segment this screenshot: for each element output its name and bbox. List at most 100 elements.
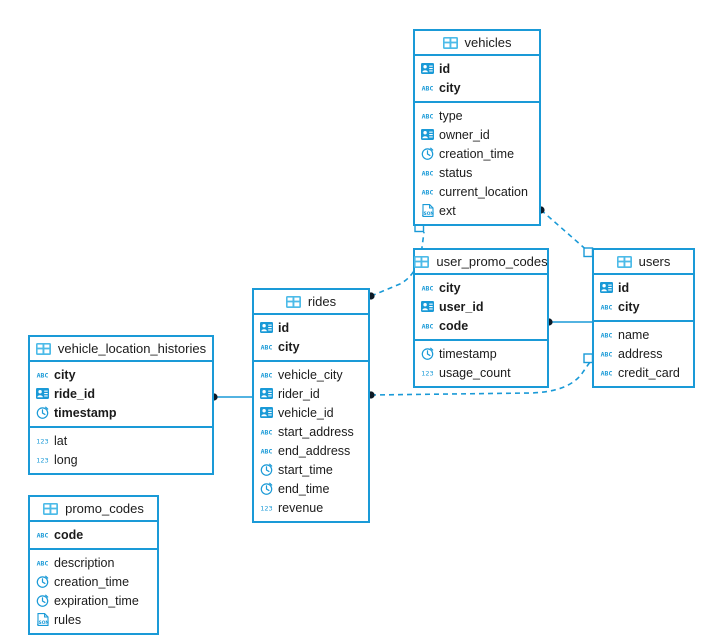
key-column-row-timestamp[interactable]: timestamp (30, 403, 212, 422)
svg-text:ABC: ABC (422, 322, 434, 330)
column-name: id (618, 280, 630, 295)
column-row-lat[interactable]: 123 lat (30, 431, 212, 450)
svg-text:123: 123 (421, 369, 433, 377)
clock-timestamp-icon (35, 594, 50, 608)
column-row-start_time[interactable]: start_time (254, 460, 368, 479)
table-title: vehicles (464, 35, 512, 50)
table-grid-icon (43, 502, 60, 515)
column-name: city (54, 367, 76, 382)
abc-string-icon: ABC (420, 109, 435, 123)
table-grid-icon (35, 342, 53, 355)
abc-string-icon: ABC (599, 328, 614, 342)
table-title: user_promo_codes (436, 254, 548, 269)
abc-string-icon: ABC (599, 300, 614, 314)
column-name: city (439, 80, 461, 95)
key-id-card-icon (259, 406, 274, 420)
key-id-card-icon (259, 321, 274, 335)
relationship-vehicle_location_histories-to-rides[interactable] (210, 393, 252, 401)
column-name: revenue (278, 500, 324, 515)
abc-string-icon: ABC (420, 166, 435, 180)
column-row-expiration_time[interactable]: expiration_time (30, 591, 157, 610)
table-header-vehicles[interactable]: vehicles (415, 31, 539, 56)
column-row-rider_id[interactable]: rider_id (254, 384, 368, 403)
column-name: rider_id (278, 386, 320, 401)
table-header-promo_codes[interactable]: promo_codes (30, 497, 157, 522)
table-grid-icon (616, 255, 634, 268)
column-row-timestamp[interactable]: timestamp (415, 344, 547, 363)
abc-string-icon: ABC (420, 281, 435, 295)
key-column-row-code[interactable]: ABC code (30, 525, 157, 544)
svg-text:ABC: ABC (422, 169, 434, 177)
abc-string-icon: ABC (35, 368, 50, 382)
abc-string-icon: ABC (259, 368, 274, 382)
column-name: code (54, 527, 84, 542)
column-name: start_address (278, 424, 354, 439)
column-row-status[interactable]: ABC status (415, 163, 539, 182)
column-name: lat (54, 433, 68, 448)
svg-text:ABC: ABC (601, 331, 613, 339)
key-column-row-user_id[interactable]: user_id (415, 297, 547, 316)
json-document-icon: JSON (35, 613, 50, 627)
svg-text:ABC: ABC (37, 531, 49, 539)
table-title: promo_codes (65, 501, 144, 516)
key-column-row-city[interactable]: ABC city (30, 365, 212, 384)
relationship-user_promo_codes-to-users[interactable] (545, 318, 592, 326)
123-number-icon: 123 (35, 434, 50, 448)
key-column-row-id[interactable]: id (594, 278, 693, 297)
table-header-vehicle_location_histories[interactable]: vehicle_location_histories (30, 337, 212, 362)
column-row-vehicle_id[interactable]: vehicle_id (254, 403, 368, 422)
column-row-owner_id[interactable]: owner_id (415, 125, 539, 144)
svg-text:ABC: ABC (601, 369, 613, 377)
svg-text:123: 123 (36, 456, 48, 464)
column-row-start_address[interactable]: ABC start_address (254, 422, 368, 441)
column-row-end_time[interactable]: end_time (254, 479, 368, 498)
key-column-row-id[interactable]: id (254, 318, 368, 337)
key-id-card-icon (599, 281, 614, 295)
clock-timestamp-icon (35, 406, 50, 420)
key-column-row-ride_id[interactable]: ride_id (30, 384, 212, 403)
column-name: current_location (439, 184, 528, 199)
column-name: vehicle_id (278, 405, 334, 420)
table-grid-icon (285, 295, 303, 308)
clock-timestamp-icon (35, 575, 50, 589)
abc-string-icon: ABC (259, 425, 274, 439)
abc-string-icon: ABC (259, 444, 274, 458)
column-row-creation_time[interactable]: creation_time (30, 572, 157, 591)
table-header-users[interactable]: users (594, 250, 693, 275)
column-name: creation_time (439, 146, 515, 161)
column-name: status (439, 165, 473, 180)
key-column-row-id[interactable]: id (415, 59, 539, 78)
json-document-icon: JSON (420, 204, 435, 218)
table-header-user_promo_codes[interactable]: user_promo_codes (414, 250, 548, 275)
table-header-rides[interactable]: rides (254, 290, 368, 315)
column-row-creation_time[interactable]: creation_time (415, 144, 539, 163)
primary-key-section-promo_codes: ABC code (30, 522, 157, 550)
